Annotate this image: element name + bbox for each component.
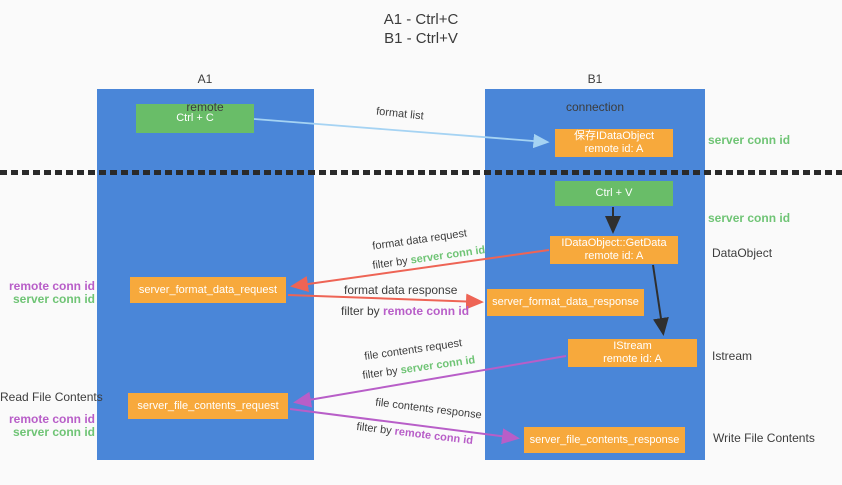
node-save-dataobject: 保存IDataObject remote id: A bbox=[555, 129, 673, 157]
getdata-line2: remote id: A bbox=[584, 250, 644, 262]
filter-by-text-3: filter by bbox=[361, 364, 402, 382]
save-dataobject-line1: 保存IDataObject bbox=[573, 130, 655, 142]
right-label-server-conn-id-top: server conn id bbox=[708, 133, 791, 147]
lifeline-b1-role: connection bbox=[565, 100, 625, 114]
node-server-format-data-response: server_format_data_response bbox=[487, 289, 644, 316]
lifeline-header-a1: A1 remote bbox=[150, 58, 260, 128]
node-getdata: IDataObject::GetData remote id: A bbox=[550, 236, 678, 264]
left-label-remote-conn-id-file: remote conn id bbox=[8, 412, 95, 426]
format-request-label: server_format_data_request bbox=[138, 283, 278, 296]
file-response-label: server_file_contents_response bbox=[529, 433, 680, 446]
left-label-read-file-contents: Read File Contents bbox=[0, 390, 103, 404]
istream-line2: remote id: A bbox=[603, 353, 662, 365]
arrow-label-format-list: format list bbox=[375, 105, 425, 123]
filter-remote-conn-id-4: remote conn id bbox=[393, 425, 474, 448]
filter-server-conn-id-1: server conn id bbox=[409, 244, 487, 267]
save-dataobject-line2: remote id: A bbox=[584, 143, 644, 155]
lifeline-a1-role: remote bbox=[186, 100, 224, 114]
arrow-label-format-data-response: format data response bbox=[344, 283, 458, 297]
filter-by-text-4: filter by bbox=[355, 420, 396, 438]
format-response-label: server_format_data_response bbox=[492, 296, 639, 308]
arrow-label-filter-by-remote-2: filter by remote conn id bbox=[341, 304, 469, 318]
filter-by-text-2: filter by bbox=[341, 304, 384, 318]
left-label-remote-conn-id-format: remote conn id bbox=[8, 279, 95, 293]
lifeline-header-b1: B1 connection bbox=[540, 58, 650, 128]
node-ctrl-v: Ctrl + V bbox=[555, 181, 673, 206]
node-ctrl-c: Ctrl + C bbox=[136, 104, 254, 133]
filter-remote-conn-id-2: remote conn id bbox=[383, 304, 470, 318]
right-label-server-conn-id-mid: server conn id bbox=[708, 211, 791, 225]
node-server-file-contents-response: server_file_contents_response bbox=[524, 427, 685, 453]
title-line-1: A1 - Ctrl+C bbox=[383, 11, 459, 28]
node-server-file-contents-request: server_file_contents_request bbox=[128, 393, 288, 419]
ctrl-c-label: Ctrl + C bbox=[176, 112, 214, 124]
right-label-dataobject: DataObject bbox=[712, 246, 773, 260]
arrow-label-file-contents-response: file contents response bbox=[374, 396, 483, 422]
right-label-istream: Istream bbox=[712, 349, 753, 363]
left-label-server-conn-id-file: server conn id bbox=[12, 425, 95, 439]
filter-server-conn-id-3: server conn id bbox=[399, 354, 477, 377]
right-label-write-file-contents: Write File Contents bbox=[713, 431, 815, 445]
dotted-separator-line bbox=[0, 170, 842, 175]
getdata-line1: IDataObject::GetData bbox=[561, 237, 667, 249]
filter-by-text-1: filter by bbox=[371, 254, 412, 272]
lifeline-b1-name: B1 bbox=[587, 72, 603, 86]
node-istream: IStream remote id: A bbox=[568, 339, 697, 367]
diagram-title: A1 - Ctrl+C B1 - Ctrl+V bbox=[0, 10, 842, 48]
left-label-server-conn-id-format: server conn id bbox=[12, 292, 95, 306]
file-request-label: server_file_contents_request bbox=[137, 399, 279, 412]
ctrl-v-label: Ctrl + V bbox=[595, 187, 633, 199]
lifeline-a1-name: A1 bbox=[197, 72, 213, 86]
node-server-format-data-request: server_format_data_request bbox=[130, 277, 286, 303]
arrow-label-filter-by-remote-4: filter by remote conn id bbox=[356, 421, 474, 447]
title-line-2: B1 - Ctrl+V bbox=[384, 30, 458, 47]
istream-line1: IStream bbox=[613, 340, 652, 352]
